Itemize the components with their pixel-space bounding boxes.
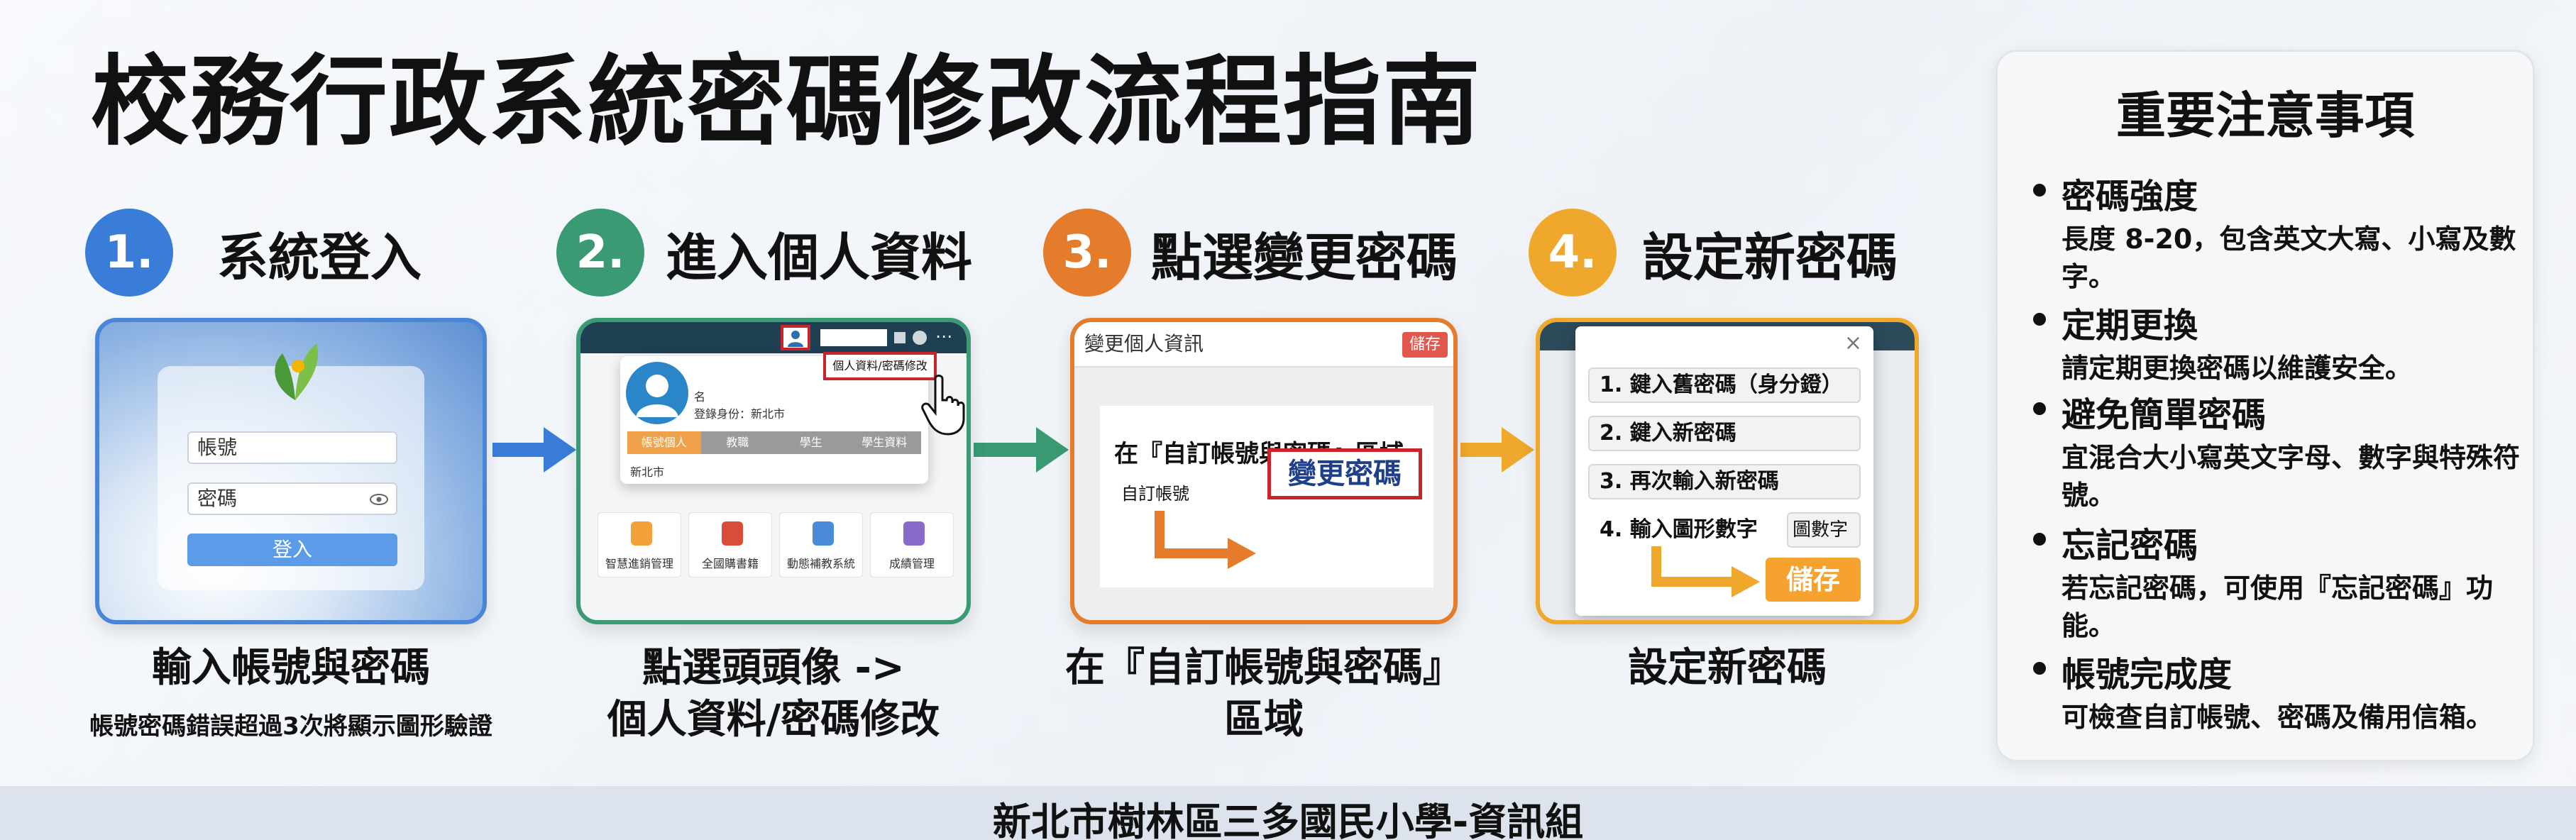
note-heading: 定期更換 <box>2033 297 2523 347</box>
old-password-field[interactable]: 1. 鍵入舊密碼（身分鐙） <box>1588 368 1861 403</box>
note-body: 長度 8-20，包含英文大寫、小寫及數字。 <box>2062 223 2516 293</box>
tab-staff[interactable]: 教職 <box>700 431 774 454</box>
change-password-button[interactable]: 變更密碼 <box>1267 448 1422 499</box>
note-heading: 避免簡單密碼 <box>2033 387 2523 436</box>
top-bar: ⋯ <box>580 322 967 353</box>
step-4-title: 設定新密碼 <box>1642 227 1898 287</box>
note-body: 可檢查自訂帳號、密碼及備用信箱。 <box>2062 702 2494 733</box>
confirm-password-field[interactable]: 3. 再次輸入新密碼 <box>1588 464 1861 499</box>
app-icon <box>813 521 834 546</box>
step-2-caption: 點選頭頭像 -> 個人資料/密碼修改 <box>607 645 940 743</box>
step-1-title: 系統登入 <box>217 227 422 287</box>
step-1-subcaption: 帳號密碼錯誤超過3次將顯示圖形驗證 <box>89 712 492 741</box>
app-tile[interactable]: 成績管理 <box>870 512 954 578</box>
change-info-header: 變更個人資訊 <box>1074 322 1453 368</box>
arrow-bend-icon <box>1651 546 1760 597</box>
page-title: 校務行政系統密碼修改流程指南 <box>91 45 1482 159</box>
profile-screenshot: ⋯ 登出 名 登錄身份：新北市 帳號個人 教職 學生 學生資料 新北市 個人資料… <box>576 318 971 624</box>
new-password-screenshot: × 1. 鍵入舊密碼（身分鐙） 2. 鍵入新密碼 3. 再次輸入新密碼 4. 輸… <box>1536 318 1919 624</box>
tab-student-data[interactable]: 學生資料 <box>847 431 921 454</box>
step-1-header: 1. 系統登入 <box>85 209 422 297</box>
note-item: 定期更換 請定期更換密碼以維護安全。 <box>2033 297 2523 387</box>
note-body: 若忘記密碼，可使用『忘記密碼』功能。 <box>2062 573 2494 642</box>
profile-tabs: 帳號個人 教職 學生 學生資料 <box>627 431 921 454</box>
org-name: 新北市 <box>630 465 665 479</box>
app-tile[interactable]: 智慧進銷管理 <box>598 512 681 578</box>
step-2-header: 2. 進入個人資料 <box>556 209 972 297</box>
new-password-field[interactable]: 2. 鍵入新密碼 <box>1588 416 1861 451</box>
password-placeholder: 密碼 <box>197 487 238 510</box>
grid-icon[interactable] <box>894 332 906 343</box>
app-tile[interactable]: 全國購書籍 <box>688 512 772 578</box>
save-button[interactable]: 儲存 <box>1766 558 1861 602</box>
step-3-title: 點選變更密碼 <box>1151 227 1458 287</box>
login-button[interactable]: 登入 <box>187 534 397 566</box>
close-icon[interactable]: × <box>1844 331 1862 355</box>
app-icon <box>903 521 925 546</box>
footer-bar <box>0 786 2576 840</box>
tab-student[interactable]: 學生 <box>774 431 848 454</box>
step-2-title: 進入個人資料 <box>666 227 973 287</box>
user-role: 登錄身份：新北市 <box>694 407 786 421</box>
step-4-caption: 設定新密碼 <box>1628 645 1827 691</box>
profile-password-menu-item[interactable]: 個人資料/密碼修改 <box>823 352 937 380</box>
step-2-number: 2. <box>556 209 644 297</box>
user-icon <box>788 331 803 347</box>
settings-icon[interactable] <box>913 331 927 345</box>
change-info-screenshot: 變更個人資訊 儲存 在『自訂帳號與密碼』區域 自訂帳號 變更密碼 <box>1070 318 1458 624</box>
arrow-right-icon <box>1460 427 1534 472</box>
note-heading: 密碼強度 <box>2033 168 2523 218</box>
step-1-caption: 輸入帳號與密碼 <box>152 645 430 691</box>
note-item: 避免簡單密碼 宜混合大小寫英文字母、數字與特殊符號。 <box>2033 387 2523 514</box>
tab-personal[interactable]: 帳號個人 <box>627 431 701 454</box>
note-item: 帳號完成度 可檢查自訂帳號、密碼及備用信箱。 <box>2033 646 2523 736</box>
footer-text: 新北市樹林區三多國民小學-資訊組 <box>992 800 1584 840</box>
save-button[interactable]: 儲存 <box>1402 332 1448 358</box>
note-body: 請定期更換密碼以維護安全。 <box>2062 353 2413 384</box>
app-tile[interactable]: 動態補教系統 <box>779 512 863 578</box>
avatar-button[interactable] <box>781 325 810 350</box>
note-item: 忘記密碼 若忘記密碼，可使用『忘記密碼』功能。 <box>2033 517 2523 645</box>
school-logo-icon <box>275 343 319 400</box>
step-1-number: 1. <box>85 209 173 297</box>
more-icon[interactable]: ⋯ <box>935 326 952 346</box>
custom-account-label: 自訂帳號 <box>1121 484 1189 504</box>
login-panel: 帳號 密碼 登入 <box>158 343 424 590</box>
app-grid: 智慧進銷管理 全國購書籍 動態補教系統 成績管理 <box>598 512 954 578</box>
hand-cursor-icon <box>921 375 965 436</box>
arrow-right-icon <box>974 427 1069 472</box>
search-box[interactable] <box>820 329 887 346</box>
login-screenshot: 帳號 密碼 登入 <box>95 318 487 624</box>
note-heading: 忘記密碼 <box>2033 517 2523 567</box>
note-body: 宜混合大小寫英文字母、數字與特殊符號。 <box>2062 442 2521 512</box>
book-icon <box>722 521 743 546</box>
password-input[interactable]: 密碼 <box>187 482 397 515</box>
arrow-right-icon <box>492 427 576 472</box>
step-3-caption: 在『自訂帳號與密碼』 區域 <box>1065 645 1463 743</box>
note-item: 密碼強度 長度 8-20，包含英文大寫、小寫及數字。 <box>2033 168 2523 296</box>
notes-panel: 重要注意事項 密碼強度 長度 8-20，包含英文大寫、小寫及數字。 定期更換 請… <box>1996 50 2535 762</box>
captcha-input[interactable]: 圖數字 <box>1787 512 1861 548</box>
step-4-number: 4. <box>1529 209 1617 297</box>
notes-title: 重要注意事項 <box>2116 87 2414 145</box>
eye-icon[interactable] <box>369 492 389 507</box>
avatar-icon <box>626 362 688 424</box>
account-input[interactable]: 帳號 <box>187 431 397 464</box>
step-4-header: 4. 設定新密碼 <box>1529 209 1898 297</box>
step-3-header: 3. 點選變更密碼 <box>1043 209 1458 297</box>
note-heading: 帳號完成度 <box>2033 646 2523 696</box>
captcha-label: 4. 輸入圖形數字 <box>1588 512 1780 548</box>
app-icon <box>631 521 652 546</box>
arrow-bend-icon <box>1155 511 1256 569</box>
step-3-number: 3. <box>1043 209 1131 297</box>
new-password-dialog: × 1. 鍵入舊密碼（身分鐙） 2. 鍵入新密碼 3. 再次輸入新密碼 4. 輸… <box>1575 326 1873 616</box>
user-name: 名 <box>694 390 706 404</box>
